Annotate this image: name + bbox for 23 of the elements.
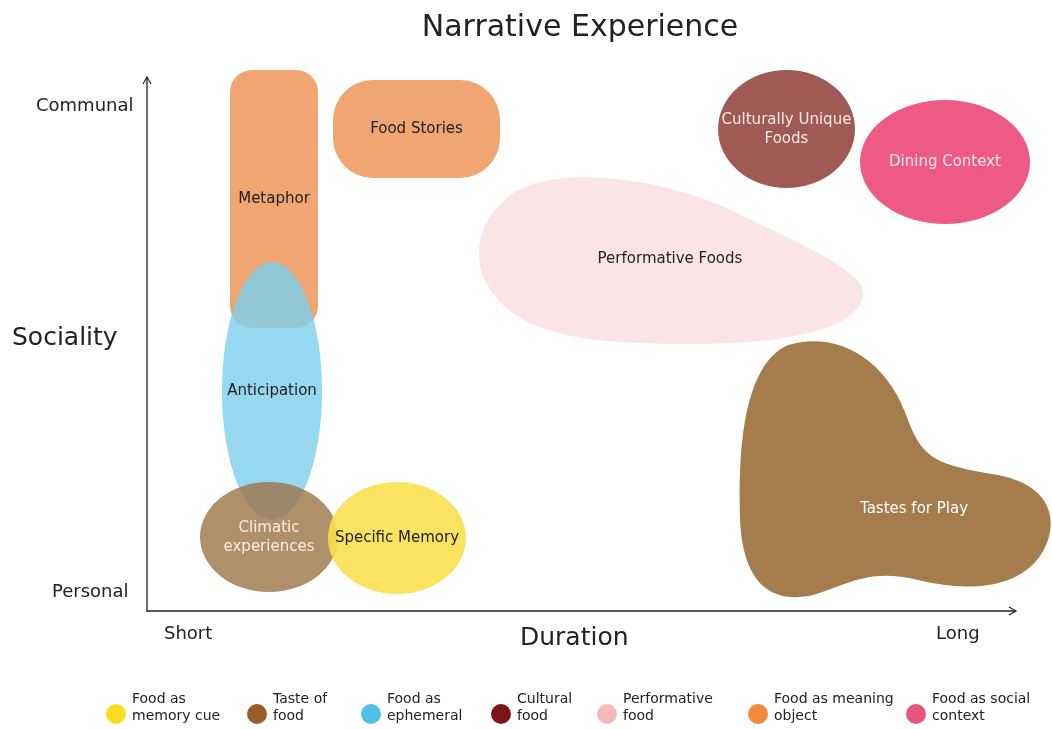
axis-title: Duration	[520, 622, 629, 651]
legend-text: Taste of food	[273, 690, 329, 724]
axis-tick-label: Communal	[36, 94, 134, 115]
blob-label: Food Stories	[370, 119, 463, 139]
legend-text: Food as ephemeral	[387, 690, 464, 724]
legend-text: Cultural food	[517, 690, 574, 724]
legend-text: Performative food	[623, 690, 714, 724]
blob-label: Specific Memory	[334, 528, 460, 548]
blob-label: Anticipation	[227, 381, 317, 401]
blob-label: Dining Context	[889, 152, 1001, 172]
legend-text: Food as social context	[932, 690, 1032, 724]
blob-label: Performative Foods	[597, 248, 743, 269]
blob-label: Climatic experiences	[222, 517, 316, 557]
axis-title: Sociality	[12, 322, 118, 351]
blob-label: Culturally Unique Foods	[721, 109, 852, 149]
axis-tick-label: Long	[936, 622, 980, 643]
legend-text: Food as memory cue	[132, 690, 222, 724]
blob-label: Tastes for Play	[859, 499, 969, 519]
blob-label: Metaphor	[238, 189, 310, 209]
legend-text: Food as meaning object	[774, 690, 895, 724]
axis-tick-label: Personal	[52, 580, 129, 601]
axis-tick-label: Short	[164, 622, 213, 643]
chart-title: Narrative Experience	[420, 8, 740, 43]
